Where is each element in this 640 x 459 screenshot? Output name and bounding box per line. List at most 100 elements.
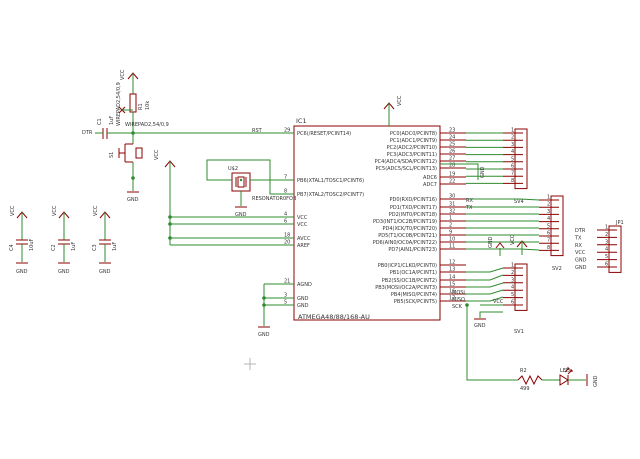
svg-text:LED: LED xyxy=(560,368,570,374)
cap-vcc-label: VCC xyxy=(52,205,58,216)
ic1-pin-number: 19 xyxy=(449,172,455,178)
ic1-pin-number: 14 xyxy=(449,275,455,281)
sv2-ref: SV2 xyxy=(552,266,562,272)
wirepad-label: WIREPAD2,54/0,9 xyxy=(125,122,169,128)
jp1-pin-number: 6 xyxy=(605,262,608,268)
sv2-pin-number: 1 xyxy=(547,195,550,201)
svg-text:R2: R2 xyxy=(520,368,527,374)
ic1-pin-number: 10 xyxy=(449,237,455,243)
ic1-pin-number: 27 xyxy=(449,156,455,162)
switch-s1: S1 xyxy=(109,133,143,178)
ic1-pin-number: 32 xyxy=(449,209,455,215)
svg-text:10k: 10k xyxy=(145,101,151,110)
resistor-r2: R2 499 xyxy=(517,368,543,392)
ic1-body xyxy=(293,125,441,321)
jp1-pin-label: TX xyxy=(574,235,582,241)
svg-text:499: 499 xyxy=(520,386,530,392)
ic1-pin-name: PC6(/RESET/PCINT14) xyxy=(297,131,351,137)
jp1-pin-number: 2 xyxy=(605,232,608,238)
jp1-body xyxy=(608,225,622,273)
ic1-pin-number: 20 xyxy=(284,240,290,246)
ic1-pin-name: PB2(SS/OC1B/PCINT2) xyxy=(382,278,437,284)
ic1-pin-name: GND xyxy=(297,296,309,302)
ic1-pin-number: 3 xyxy=(284,293,287,299)
wirepad: WIREPAD2,54/0,9 xyxy=(116,82,133,126)
jp1-pin-label: GND xyxy=(575,258,587,264)
cap-ref: C3 xyxy=(92,244,98,251)
gnd-symbol-sv2: GND xyxy=(488,236,505,256)
svg-text:GND: GND xyxy=(258,332,270,338)
vcc-symbol-sv4: VCC xyxy=(383,95,403,126)
ic1-pin-name: AREF xyxy=(297,243,310,249)
sv2-pin-number: 2 xyxy=(547,202,550,208)
cap-ref: C2 xyxy=(51,244,57,251)
svg-text:U$2: U$2 xyxy=(228,166,238,172)
svg-text:GND: GND xyxy=(488,236,494,248)
jp1-pin-number: 3 xyxy=(605,239,608,245)
capacitor-c1-dtr: DTR C1 1uF xyxy=(82,116,133,139)
resonator-u2: U$2 GND RESONATOR0FOB xyxy=(228,166,297,218)
vcc-symbol-reset: VCC xyxy=(120,69,139,94)
ic1-pin-name: PB5(SCK/PCINT5) xyxy=(394,299,437,305)
sv1-pin-number: 3 xyxy=(511,277,514,283)
sv2-pin-number: 7 xyxy=(547,238,550,244)
sv1-pin-number: 1 xyxy=(511,263,514,269)
ic1-pin-number: 16 xyxy=(449,289,455,295)
ic1-pin-number: 24 xyxy=(449,135,455,141)
ic1-pin-number: 5 xyxy=(284,300,287,306)
sv1-pin-number: 6 xyxy=(511,300,514,306)
ic1-pin-number: 21 xyxy=(284,279,290,285)
svg-text:1uF: 1uF xyxy=(109,116,115,125)
ic1-part: ATMEGA48/88/168-AU xyxy=(298,313,370,321)
ic1-pin-number: 2 xyxy=(449,223,452,229)
ic1-pin-number: 9 xyxy=(449,230,452,236)
vcc-symbol-sv2: VCC xyxy=(510,234,528,255)
ic1-pin-number: 4 xyxy=(284,212,287,218)
sv4-body xyxy=(514,128,528,190)
ic1-pin-number: 29 xyxy=(284,128,290,134)
svg-text:VCC: VCC xyxy=(397,95,403,106)
ic1-pin-name: PD0(RXD/PCINT16) xyxy=(389,197,437,203)
gnd-symbol-ic: GND xyxy=(258,326,270,338)
ic1-pin-name: PD4(XCK/T0/PCINT20) xyxy=(382,226,437,232)
ic1-pin-name: PC0(ADC0/PCINT8) xyxy=(390,131,437,137)
sv1-pin-number: 4 xyxy=(511,285,514,291)
ic1-pin-name: AGND xyxy=(297,282,312,288)
svg-text:RESONATOR0FOB: RESONATOR0FOB xyxy=(252,196,297,202)
ic1-pin-name: PC5(ADC5/SCL/PCINT13) xyxy=(376,166,438,172)
sv2-body xyxy=(550,195,564,257)
jp1-ref: JP1 xyxy=(615,220,624,226)
ic1-pin-number: 6 xyxy=(284,219,287,225)
sv2-pin-number: 4 xyxy=(547,216,550,222)
miso-label: MISO xyxy=(452,297,465,303)
sv2-rx-label: RX xyxy=(466,198,473,204)
svg-text:VCC: VCC xyxy=(154,149,160,160)
svg-text:GND: GND xyxy=(474,323,486,329)
cap-value: 1uF xyxy=(71,242,77,251)
ic1-pin-number: 28 xyxy=(449,163,455,169)
sck-label: SCK xyxy=(452,304,463,310)
led-diode: LED xyxy=(559,367,573,386)
cap-gnd-label: GND xyxy=(16,269,28,275)
ic1-left-pins: PC6(/RESET/PCINT14)29PB6(XTAL1/TOSC1/PCI… xyxy=(270,128,364,309)
sv4-pin-number: 6 xyxy=(511,164,514,170)
ic1-pin-name: PD2(INT0/PCINT18) xyxy=(389,212,437,218)
vcc-symbol-sv1: VCC xyxy=(480,299,504,306)
svg-text:VCC: VCC xyxy=(510,234,516,245)
jp1-pin-label: DTR xyxy=(575,228,586,234)
svg-text:WIREPAD2,54/0,9: WIREPAD2,54/0,9 xyxy=(116,82,122,126)
ic1-pin-name: AVCC xyxy=(297,236,311,242)
jp1-pin-number: 5 xyxy=(605,254,608,260)
ic1-pin-number: 18 xyxy=(284,233,290,239)
sv1-pin-number: 2 xyxy=(511,270,514,276)
sv2-pin-number: 3 xyxy=(547,209,550,215)
gnd-symbol-led: GND xyxy=(586,374,599,387)
rst-net-label: RST xyxy=(252,128,263,134)
jp1-pin-label: VCC xyxy=(575,250,586,256)
svg-text:DTR: DTR xyxy=(82,130,93,136)
ic1-pin-name: PC2(ADC2/PCINT10) xyxy=(387,145,437,151)
ic1-pin-name: VCC xyxy=(297,222,308,228)
ic1-pin-name: PD1(TXD/PCINT17) xyxy=(390,205,437,211)
